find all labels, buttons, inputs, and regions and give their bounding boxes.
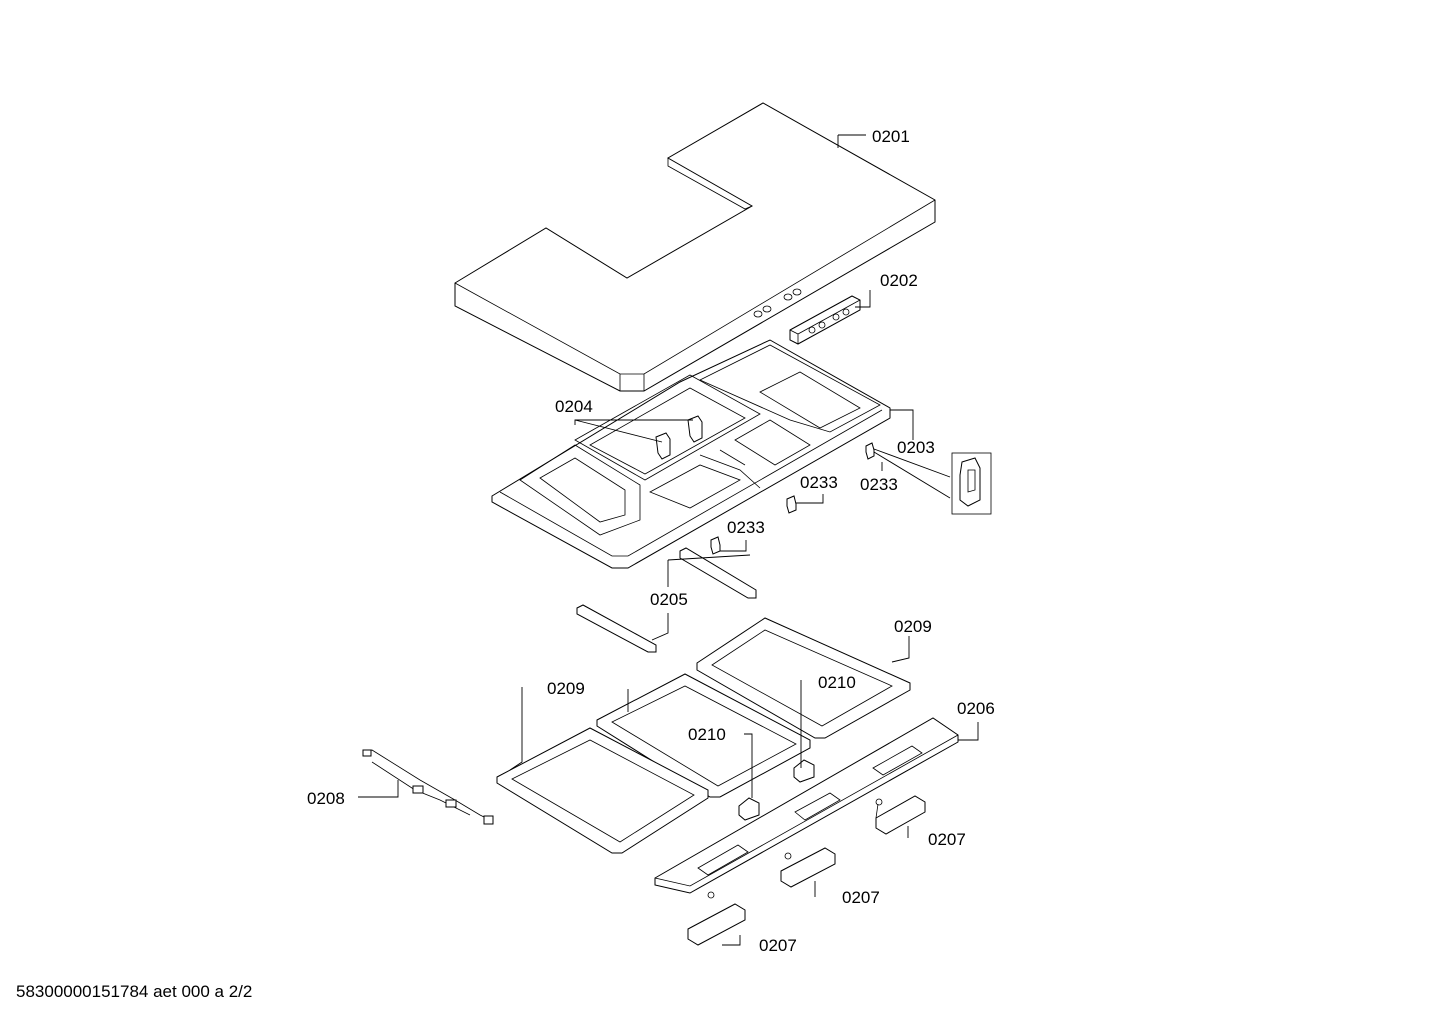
label-0208: 0208 xyxy=(307,789,345,808)
label-0205: 0205 xyxy=(650,590,688,609)
label-0209-right: 0209 xyxy=(894,617,932,636)
part-0205-rails xyxy=(576,547,757,653)
part-0210-wedges xyxy=(738,759,815,821)
part-0206-lamp-cover xyxy=(654,717,959,894)
label-0203: 0203 xyxy=(897,438,935,457)
part-0202-control-strip xyxy=(789,295,861,345)
label-0207-right: 0207 xyxy=(928,830,966,849)
leader-lines xyxy=(358,134,979,946)
label-0209-left: 0209 xyxy=(547,679,585,698)
label-0201: 0201 xyxy=(872,127,910,146)
part-0207-lamps xyxy=(687,795,926,946)
label-0207-middle: 0207 xyxy=(842,888,880,907)
label-0210-right: 0210 xyxy=(818,673,856,692)
label-0206: 0206 xyxy=(957,699,995,718)
label-0207-left: 0207 xyxy=(759,936,797,955)
part-0208-cable xyxy=(362,749,494,825)
part-0204-hooks xyxy=(655,415,703,460)
label-0233-right: 0233 xyxy=(860,475,898,494)
label-0210-left: 0210 xyxy=(688,725,726,744)
part-0201-housing xyxy=(454,102,936,392)
part-0209-frames xyxy=(496,617,911,854)
label-0233-left: 0233 xyxy=(727,518,765,537)
part-0203-inner-panel xyxy=(491,339,891,569)
document-id: 58300000151784 aet 000 a 2/2 xyxy=(16,982,253,1001)
label-0233-center: 0233 xyxy=(800,473,838,492)
label-0204: 0204 xyxy=(555,397,593,416)
label-0202: 0202 xyxy=(880,271,918,290)
part-0233-clips xyxy=(710,442,992,555)
